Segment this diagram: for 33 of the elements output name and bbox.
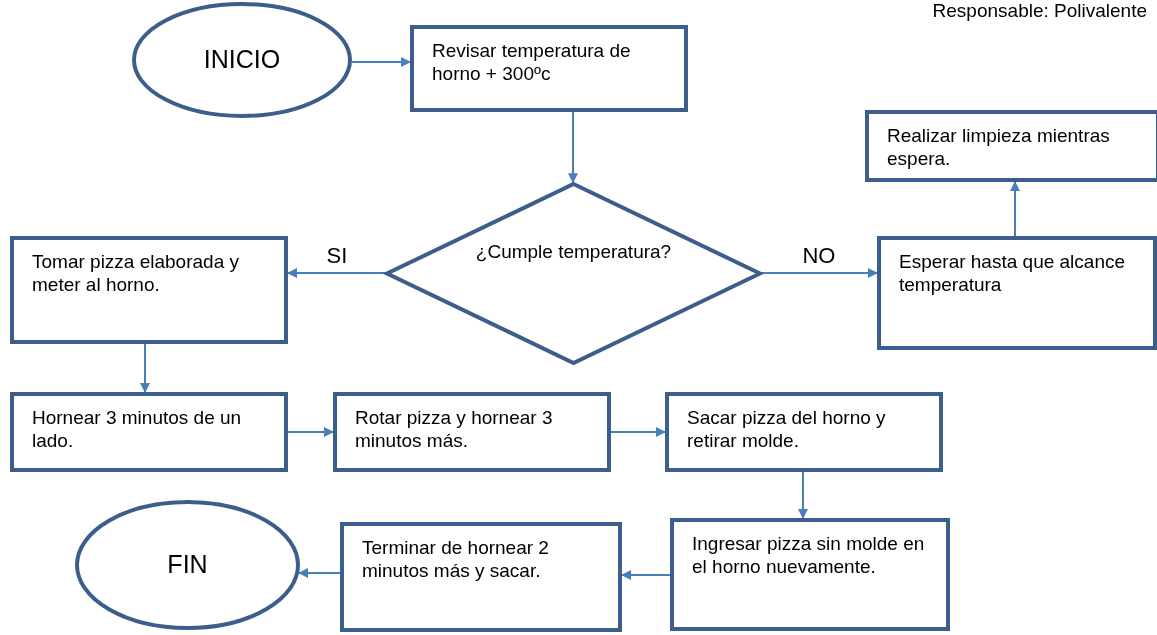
node-text: Terminar de hornear 2 minutos más y sacar.	[362, 536, 550, 582]
decision-diamond	[385, 182, 762, 365]
node-text: INICIO	[202, 44, 282, 74]
node-text: Revisar temperatura de horno + 300ºc	[432, 39, 632, 85]
arrow	[298, 568, 341, 578]
node-text: FIN	[166, 549, 209, 579]
node-text: Hornear 3 minutos de un lado.	[32, 406, 243, 452]
process-box	[333, 392, 611, 472]
arrow	[140, 343, 150, 393]
process-box	[670, 518, 950, 631]
process-box	[665, 392, 943, 472]
arrow	[621, 570, 671, 580]
node-text: Rotar pizza y hornear 3 minutos más.	[355, 406, 554, 452]
process-box	[410, 25, 688, 112]
terminal-ellipse	[75, 500, 300, 630]
process-box	[10, 392, 288, 472]
process-box	[10, 236, 288, 344]
arrow	[610, 427, 666, 437]
process-box	[340, 522, 622, 632]
node-text: Sacar pizza del horno y retirar molde.	[687, 406, 887, 452]
arrow	[1010, 181, 1020, 237]
responsible-note: Responsable: Polivalente	[932, 0, 1147, 22]
node-text: Esperar hasta que alcance temperatura	[899, 250, 1127, 296]
process-box	[877, 236, 1157, 350]
arrow	[798, 471, 808, 519]
node-text: Tomar pizza elaborada y meter al horno.	[32, 250, 240, 296]
node-text: Realizar limpieza mientras espera.	[887, 124, 1111, 170]
node-text: Ingresar pizza sin molde en el horno nuevamente.	[692, 532, 926, 578]
arrow	[568, 111, 578, 184]
terminal-ellipse	[132, 2, 352, 118]
process-box	[865, 110, 1157, 182]
arrow	[287, 427, 334, 437]
node-text: ¿Cumple temperatura?	[474, 239, 673, 263]
